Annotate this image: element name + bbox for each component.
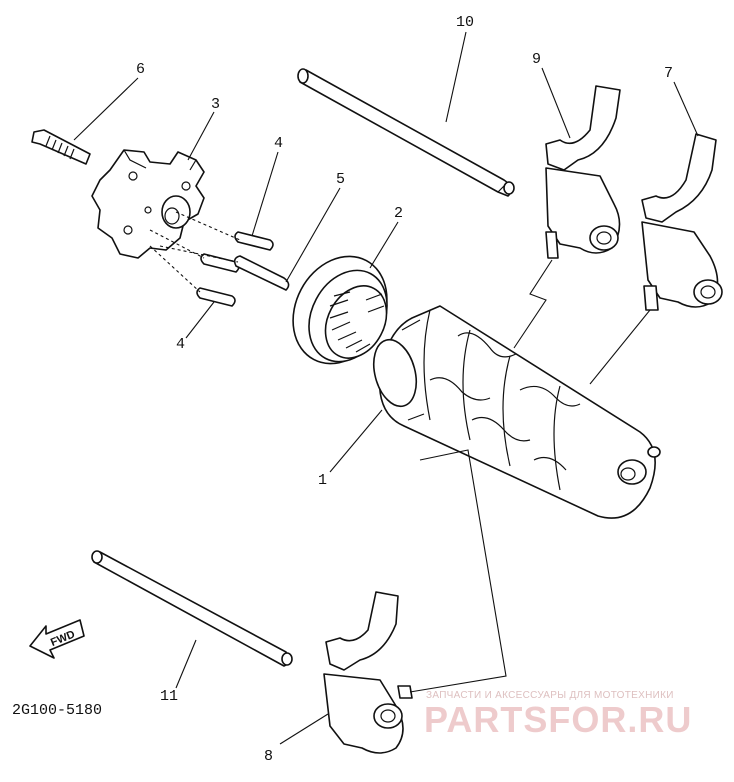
forward-arrow: FWD [29,619,85,659]
shift-fork-8 [323,591,413,754]
callout-10: 10 [456,14,474,31]
watermark-site: PARTSFOR.RU [424,699,692,740]
watermark-tagline: ЗАПЧАСТИ И АКСЕССУАРЫ ДЛЯ МОТОТЕХНИКИ [426,690,674,701]
needle-bearing [292,255,388,365]
shift-fork-7 [641,133,723,311]
callout-9: 9 [532,51,541,68]
shift-drum-segment [91,149,205,259]
bolt [31,129,91,165]
shaft-upper [297,68,515,197]
callout-4-upper: 4 [274,135,283,152]
callout-8: 8 [264,748,273,765]
shift-drum [372,305,661,519]
callout-leaders [73,31,699,745]
drawing-reference: 2G100-5180 [12,702,102,719]
callout-6: 6 [136,61,145,78]
callout-1: 1 [318,472,327,489]
callout-7: 7 [664,65,673,82]
shaft-lower [91,550,293,667]
callout-4-lower: 4 [176,336,185,353]
callout-5: 5 [336,171,345,188]
callout-labels: 6 3 4 5 2 10 9 7 4 1 11 8 [136,14,673,765]
watermark: ЗАПЧАСТИ И АКСЕССУАРЫ ДЛЯ МОТОТЕХНИКИ PA… [424,690,692,740]
callout-2: 2 [394,205,403,222]
callout-3: 3 [211,96,220,113]
callout-11: 11 [160,688,178,705]
engagement-lines [409,259,651,693]
shift-fork-9 [545,85,621,259]
